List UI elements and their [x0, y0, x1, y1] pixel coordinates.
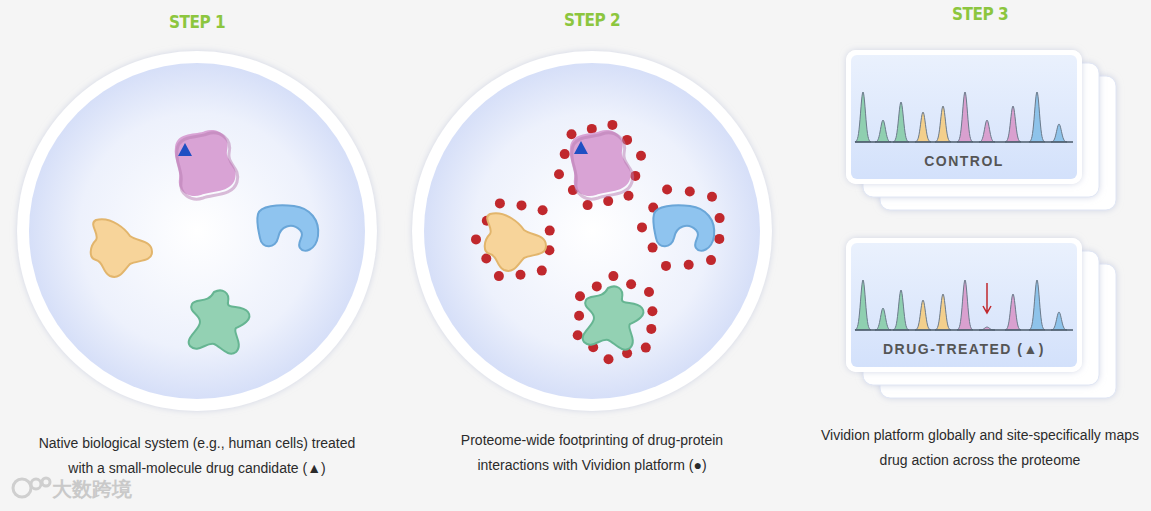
peak [957, 92, 973, 142]
probe-dot [481, 254, 491, 264]
probe-dot [662, 185, 672, 195]
probe-dot [644, 287, 654, 297]
peak [957, 280, 973, 330]
probe-dot [685, 187, 695, 197]
probe-dot [554, 169, 564, 179]
peak [1005, 294, 1021, 330]
probe-dot [538, 205, 548, 215]
probe-dot [560, 149, 570, 159]
peak [875, 120, 891, 142]
peak [1051, 312, 1067, 330]
probe-dot [587, 124, 597, 134]
probe-dot [648, 243, 658, 253]
probe-dot [567, 129, 577, 139]
step-title: STEP 3 [952, 4, 1008, 24]
probe-dot [592, 281, 602, 291]
card-label: DRUG-TREATED (▲) [851, 341, 1077, 357]
peak [935, 106, 951, 142]
probe-dot [573, 330, 583, 340]
probe-dot [517, 200, 527, 210]
probe-dot [661, 261, 671, 271]
peak [915, 300, 931, 330]
peak [893, 102, 909, 142]
probe-dot [494, 271, 504, 281]
step-caption: Native biological system (e.g., human ce… [32, 431, 362, 481]
probe-dot [607, 120, 617, 130]
probe-dot [684, 260, 694, 270]
peak [1005, 106, 1021, 142]
peak [893, 290, 909, 330]
card-label: CONTROL [851, 153, 1077, 169]
probe-dot [715, 213, 725, 223]
baseline [855, 329, 1073, 331]
probe-dot [646, 324, 656, 334]
probe-dot [604, 354, 614, 364]
chromatogram-card: CONTROL [846, 50, 1082, 184]
watermark: 大数跨境 [52, 476, 132, 503]
probe-dot [495, 198, 505, 208]
peak [855, 92, 871, 142]
step-caption: Vividion platform globally and site-spec… [815, 423, 1145, 473]
peak [915, 112, 931, 142]
step-caption: Proteome-wide footprinting of drug-prote… [427, 428, 757, 478]
baseline [855, 141, 1073, 143]
peak [855, 280, 871, 330]
probe-dot [647, 306, 657, 316]
probe-dot [545, 226, 555, 236]
probe-dot [608, 271, 618, 281]
probe-dot [626, 279, 636, 289]
probe-dot [714, 234, 724, 244]
probe-dot [537, 266, 547, 276]
peak [1051, 124, 1067, 142]
peak [979, 120, 995, 142]
peak [1029, 280, 1045, 330]
step-title: STEP 2 [564, 10, 620, 30]
peak [875, 308, 891, 330]
loss-arrow [983, 283, 991, 313]
probe-dot [636, 151, 646, 161]
probe-dot [637, 222, 647, 232]
probe-dot [575, 291, 585, 301]
probe-dot [471, 234, 481, 244]
probe-dot [707, 192, 717, 202]
chromatogram-card: DRUG-TREATED (▲) [846, 238, 1082, 372]
probe-dot [574, 311, 584, 321]
probe-dot [583, 200, 593, 210]
peak [935, 294, 951, 330]
probe-dot [641, 343, 651, 353]
peak [1029, 92, 1045, 142]
step-title: STEP 1 [169, 12, 225, 32]
probe-dot [706, 255, 716, 265]
probe-dot [516, 270, 526, 280]
